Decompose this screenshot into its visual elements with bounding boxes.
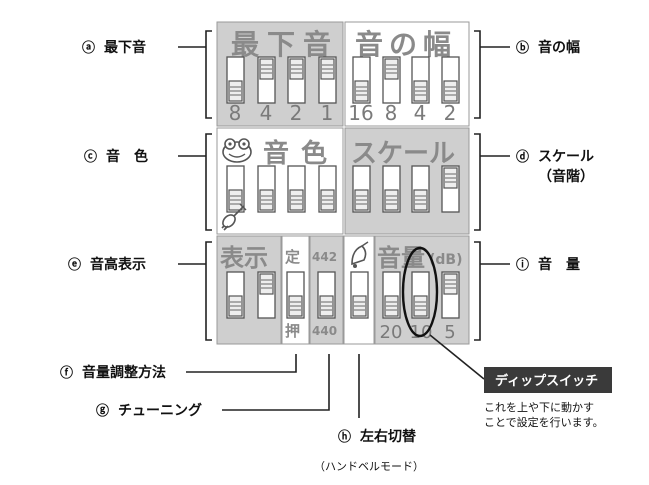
volume-value-label: 10 [410, 322, 433, 343]
dip-switch[interactable] [318, 165, 337, 213]
mode-top-label: 定 [285, 248, 300, 266]
label-pitch-display: 音高表示 [90, 256, 146, 273]
dip-switch[interactable] [286, 271, 305, 319]
marker-i: ⓘ [516, 257, 529, 273]
bell-icon [351, 241, 369, 268]
bracket-timbre [205, 133, 212, 231]
dip-switch[interactable] [382, 165, 401, 213]
tuning-bottom-label: 440 [312, 324, 337, 338]
dip-switch[interactable] [352, 56, 371, 104]
callout-title: ディップスイッチ [495, 373, 598, 389]
dip-switch[interactable] [257, 271, 276, 319]
label-lowest-note: 最下音 [104, 39, 146, 56]
bracket-scale [474, 133, 481, 231]
dip-switch[interactable] [287, 56, 306, 104]
marker-h: ⓗ [338, 429, 351, 445]
lowest-note-title: 最下音 [231, 28, 339, 61]
lowest_note-value-label: 2 [290, 101, 303, 125]
marker-f: ⓕ [60, 365, 73, 381]
leader-f [186, 354, 297, 373]
switch-panel [216, 21, 470, 345]
lowest_note-value-label: 8 [229, 101, 242, 125]
bracket-volume [474, 241, 481, 341]
volume-value-label: 5 [444, 322, 455, 343]
marker-a: ⓐ [82, 40, 95, 56]
dip-switch[interactable] [226, 165, 245, 213]
label-tuning: チューニング [118, 402, 202, 419]
label-scale-sub: （音階） [538, 168, 594, 185]
bracket-lowest-note [205, 30, 212, 119]
frog-icon [222, 138, 252, 163]
lowest_note-value-label: 1 [321, 101, 334, 125]
volume-unit: (dB) [429, 252, 463, 268]
label-volume-adjust: 音量調整方法 [82, 364, 166, 381]
leader-callout [429, 334, 485, 380]
callout-box [484, 367, 612, 393]
marker-e: ⓔ [68, 257, 81, 273]
dip-switch[interactable] [318, 56, 337, 104]
dip-switch-highlight-circle [401, 246, 439, 338]
dip-switch[interactable] [411, 165, 430, 213]
display-title: 表示 [220, 244, 268, 272]
dip-switch[interactable] [411, 56, 430, 104]
range-value-label: 8 [385, 101, 398, 125]
dip-switch[interactable] [382, 271, 401, 319]
scale-title: スケール [351, 139, 455, 169]
range-value-label: 2 [444, 101, 457, 125]
lowest_note-value-label: 4 [260, 101, 273, 125]
mode-bottom-label: 押 [285, 322, 300, 340]
dip-switch[interactable] [441, 165, 460, 213]
dip-switch[interactable] [257, 165, 276, 213]
label-handbell-mode: （ハンドベルモード） [314, 460, 424, 473]
range-title: 音の幅 [355, 28, 457, 61]
range-value-label: 4 [414, 101, 427, 125]
label-range: 音の幅 [538, 39, 580, 56]
callout-note-line2: ことで設定を行います。 [484, 415, 604, 429]
dip-switch[interactable] [287, 165, 306, 213]
volume-value-label: 20 [380, 322, 403, 343]
tuning-top-label: 442 [312, 250, 337, 264]
dip-switch[interactable] [226, 271, 245, 319]
bracket-range [474, 30, 481, 119]
dip-switch[interactable] [257, 56, 276, 104]
marker-d: ⓓ [516, 149, 529, 165]
violin-icon [221, 203, 247, 231]
marker-g: ⓖ [96, 403, 109, 419]
label-lr-switch: 左右切替 [359, 428, 417, 445]
dip-switch[interactable] [317, 271, 336, 319]
dip-switch[interactable] [382, 56, 401, 104]
marker-c: ⓒ [84, 149, 97, 165]
timbre-title: 音色 [263, 138, 339, 169]
label-timbre: 音 色 [106, 148, 148, 165]
marker-b: ⓑ [516, 40, 529, 56]
label-volume: 音 量 [538, 256, 580, 273]
dip-switch[interactable] [350, 271, 369, 319]
leader-g [222, 354, 330, 411]
dip-switch[interactable] [411, 271, 430, 319]
dip-switch[interactable] [441, 271, 460, 319]
dip-switch[interactable] [226, 56, 245, 104]
range-value-label: 16 [348, 101, 373, 125]
dip-switch[interactable] [352, 165, 371, 213]
label-scale: スケール [538, 149, 594, 165]
dip-switch[interactable] [441, 56, 460, 104]
bracket-display [205, 241, 212, 341]
callout-note-line1: これを上や下に動かす [484, 400, 594, 414]
